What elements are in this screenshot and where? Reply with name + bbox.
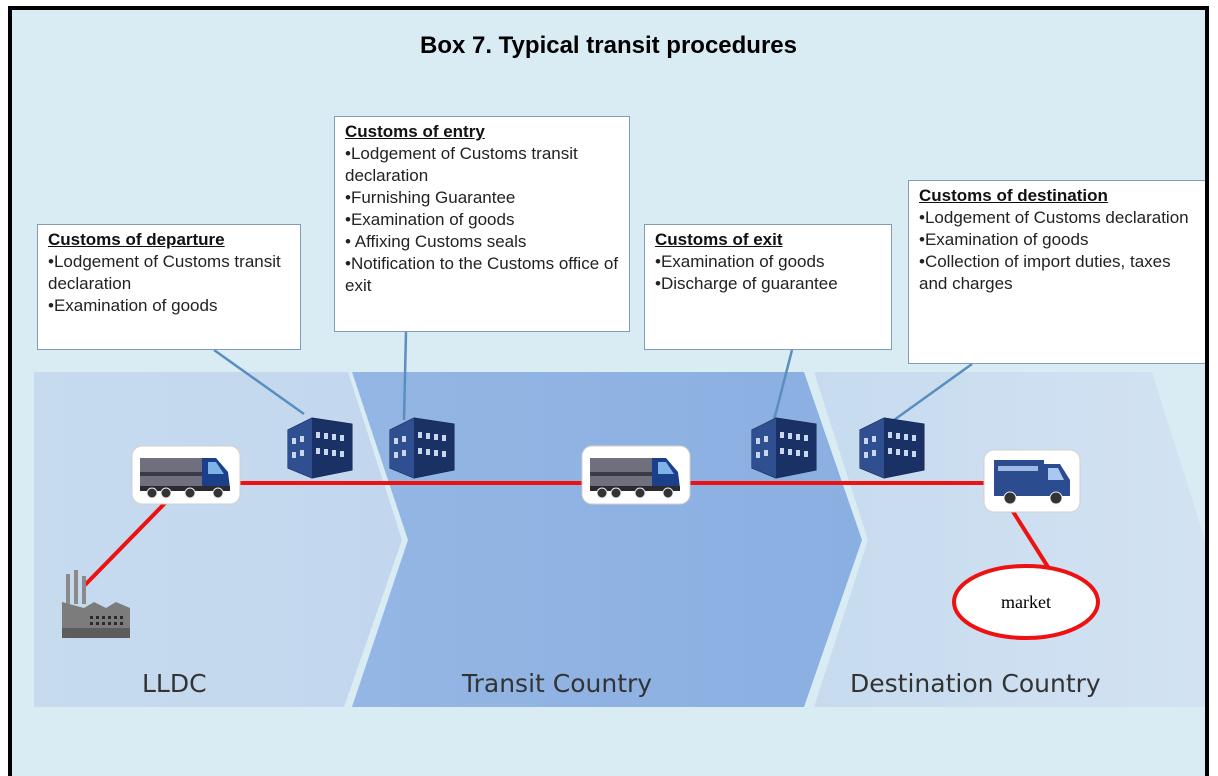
list-item: Examination of goods: [919, 229, 1201, 251]
list-item: Examination of goods: [655, 251, 885, 273]
connector-destination: [893, 362, 973, 422]
list-item: Examination of goods: [345, 209, 623, 231]
customs-building-icon: [751, 417, 817, 479]
customs-building-icon: [389, 417, 455, 479]
customs-building-icon: [859, 417, 925, 479]
box-customs-exit: Customs of exit Examination of goods Dis…: [644, 224, 892, 350]
diagram-frame: market LLDC Transit Country Destination …: [8, 6, 1209, 776]
route-market-link: [1010, 508, 1050, 569]
destination-band: [814, 372, 1205, 707]
lldc-band: [34, 372, 402, 707]
connector-entry: [402, 331, 408, 421]
box-heading: Customs of entry: [345, 122, 485, 141]
customs-building-icon: [287, 417, 353, 479]
box-heading: Customs of destination: [919, 186, 1108, 205]
truck-icon: [131, 445, 241, 505]
route-factory-link: [82, 496, 172, 588]
list-item: Collection of import duties, taxes and c…: [919, 251, 1201, 295]
connector-exit: [772, 349, 794, 421]
list-item: Examination of goods: [48, 295, 294, 317]
delivery-van-icon: [983, 449, 1081, 513]
factory-icon: [62, 570, 130, 638]
box-heading: Customs of departure: [48, 230, 225, 249]
connector-lines: [213, 331, 973, 422]
list-item: Notification to the Customs office of ex…: [345, 253, 623, 297]
page-title: Box 7. Typical transit procedures: [419, 32, 797, 59]
list-item: Discharge of guarantee: [655, 273, 885, 295]
box-customs-departure: Customs of departure Lodgement of Custom…: [37, 224, 301, 350]
region-label-destination: Destination Country: [850, 669, 1101, 698]
market-ellipse: [952, 564, 1100, 640]
box-customs-destination: Customs of destination Lodgement of Cust…: [908, 180, 1205, 364]
region-label-lldc: LLDC: [142, 669, 207, 698]
box-customs-entry: Customs of entry Lodgement of Customs tr…: [334, 116, 630, 332]
box-heading: Customs of exit: [655, 230, 783, 249]
list-item: Lodgement of Customs transit declaration: [48, 251, 294, 295]
transit-diagram: market LLDC Transit Country Destination …: [34, 331, 1205, 707]
list-item: Lodgement of Customs transit declaration: [345, 143, 623, 187]
truck-icon: [581, 445, 691, 505]
market-label: market: [1001, 592, 1051, 612]
list-item: Affixing Customs seals: [345, 231, 623, 253]
transit-band: [352, 372, 862, 707]
region-label-transit: Transit Country: [461, 669, 652, 698]
list-item: Lodgement of Customs declaration: [919, 207, 1201, 229]
list-item: Furnishing Guarantee: [345, 187, 623, 209]
connector-departure: [213, 348, 305, 416]
